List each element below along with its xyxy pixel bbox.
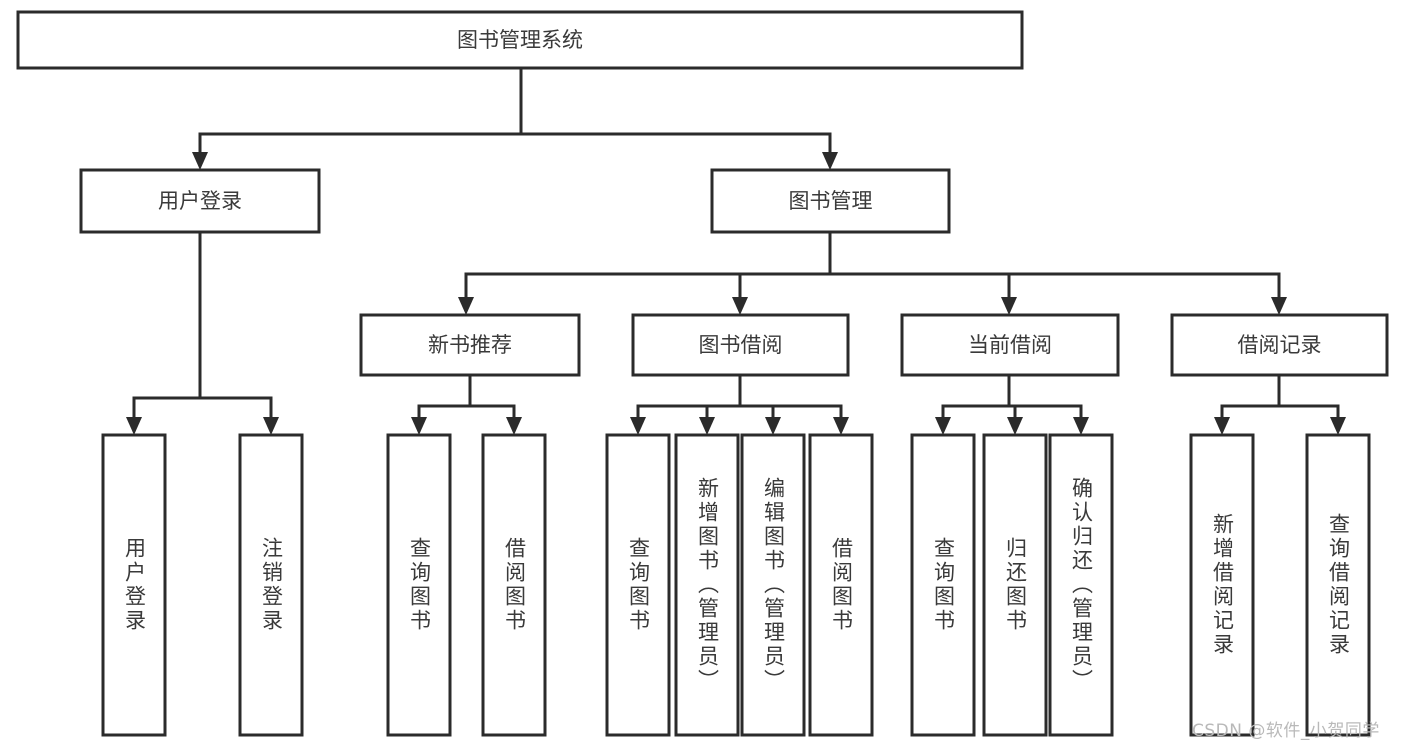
connector-conn-l3b-c4 [833, 404, 849, 435]
node-leaf-query-book-3[interactable] [910, 433, 976, 737]
arrow-head-icon [1330, 417, 1346, 435]
arrow-head-icon [630, 417, 646, 435]
node-box-leaf[interactable] [238, 433, 304, 737]
connector-conn-l3b-c1 [630, 404, 646, 435]
node-box-leaf[interactable] [1048, 433, 1114, 737]
connector-conn-l3b-c2 [699, 404, 715, 435]
arrow-head-icon [1271, 297, 1287, 315]
node-leaf-add-book-admin[interactable] [674, 433, 740, 737]
node-box-leaf[interactable] [481, 433, 547, 737]
node-box-level3[interactable] [900, 313, 1120, 377]
arrow-head-icon [822, 152, 838, 170]
node-label: 新书推荐 [428, 333, 512, 357]
connector-conn-l2b-c1 [458, 272, 474, 315]
node-box-leaf[interactable] [674, 433, 740, 737]
node-leaf-add-record[interactable] [1189, 433, 1255, 737]
arrow-head-icon [1214, 417, 1230, 435]
connector-conn-l3c-c1 [935, 404, 951, 435]
node-box-leaf[interactable] [1305, 433, 1371, 737]
node-borrow-record[interactable]: 借阅记录 [1170, 313, 1389, 377]
node-label: 图书管理 [789, 189, 873, 213]
connector-conn-l2a-c2 [263, 396, 279, 435]
node-leaf-query-book-2[interactable] [605, 433, 671, 737]
node-box-leaf[interactable] [982, 433, 1048, 737]
connector-conn-l2b-c4 [1271, 272, 1287, 315]
node-box-level3[interactable] [359, 313, 581, 377]
node-box-leaf[interactable] [910, 433, 976, 737]
node-leaf-user-login[interactable] [101, 433, 167, 737]
arrow-head-icon [1001, 297, 1017, 315]
arrow-head-icon [699, 417, 715, 435]
node-label: 用户登录 [158, 189, 242, 213]
arrow-head-icon [411, 417, 427, 435]
node-box-leaf[interactable] [808, 433, 874, 737]
arrow-head-icon [192, 152, 208, 170]
node-box-leaf[interactable] [101, 433, 167, 737]
node-box-level3[interactable] [1170, 313, 1389, 377]
arrow-head-icon [1073, 417, 1089, 435]
arrow-head-icon [765, 417, 781, 435]
connectors-layer [126, 66, 1346, 435]
node-box-leaf[interactable] [605, 433, 671, 737]
node-root[interactable]: 图书管理系统 [16, 10, 1024, 70]
connector-conn-l2b-c3 [1001, 272, 1017, 315]
node-user-login[interactable]: 用户登录 [79, 168, 321, 234]
connector-conn-l3d-c1 [1214, 404, 1230, 435]
node-box-leaf[interactable] [1189, 433, 1255, 737]
arrow-head-icon [458, 297, 474, 315]
connector-conn-l3c-c2 [1007, 404, 1023, 435]
connector-conn-l3b-c3 [765, 404, 781, 435]
node-label: 借阅记录 [1238, 333, 1322, 357]
node-leaf-user-logout[interactable] [238, 433, 304, 737]
node-leaf-edit-book-admin[interactable] [740, 433, 806, 737]
node-leaf-borrow-book-2[interactable] [808, 433, 874, 737]
connector-conn-l3a-c2 [506, 404, 522, 435]
node-label: 当前借阅 [968, 333, 1052, 357]
connector-conn-l3d-c2 [1330, 404, 1346, 435]
node-leaf-return-book[interactable] [982, 433, 1048, 737]
arrow-head-icon [935, 417, 951, 435]
node-leaf-borrow-book-1[interactable] [481, 433, 547, 737]
watermark-text: CSDN @软件_小贺同学 [1192, 721, 1380, 741]
node-leaf-query-record[interactable] [1305, 433, 1371, 737]
node-label: 图书借阅 [699, 333, 783, 357]
node-new-book-recommend[interactable]: 新书推荐 [359, 313, 581, 377]
node-label: 图书管理系统 [457, 28, 583, 52]
arrow-head-icon [506, 417, 522, 435]
arrow-head-icon [1007, 417, 1023, 435]
connector-conn-l3a-c1 [411, 404, 427, 435]
node-box-leaf[interactable] [386, 433, 452, 737]
node-box-root[interactable] [16, 10, 1024, 70]
node-current-borrow[interactable]: 当前借阅 [900, 313, 1120, 377]
node-leaf-confirm-return[interactable] [1048, 433, 1114, 737]
arrow-head-icon [263, 417, 279, 435]
connector-conn-l2a-c1 [126, 396, 142, 435]
node-box-level2[interactable] [79, 168, 321, 234]
node-box-level3[interactable] [631, 313, 850, 377]
node-box-leaf[interactable] [740, 433, 806, 737]
arrow-head-icon [126, 417, 142, 435]
node-box-level2[interactable] [710, 168, 951, 234]
connector-conn-l2b-c2 [732, 272, 748, 315]
connector-conn-root-a [192, 132, 208, 170]
connector-conn-root-b [822, 132, 838, 170]
connector-conn-l3c-c3 [1073, 404, 1089, 435]
node-book-borrow[interactable]: 图书借阅 [631, 313, 850, 377]
arrow-head-icon [732, 297, 748, 315]
arrow-head-icon [833, 417, 849, 435]
node-leaf-query-book-1[interactable] [386, 433, 452, 737]
node-book-manage[interactable]: 图书管理 [710, 168, 951, 234]
